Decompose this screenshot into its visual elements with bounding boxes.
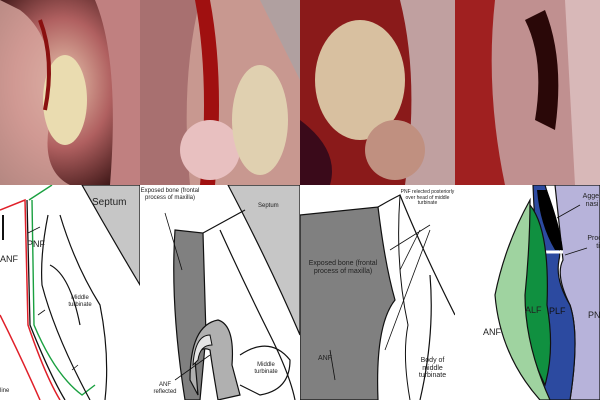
diagram-c: PNF relected posteriorly over head of mi… [300,185,455,400]
endoscopic-photo-c [300,0,455,185]
diagram-b: Exposed bone (frontal process of maxilla… [140,185,300,400]
diagram-a: Septum ANF PNF Middle turbinate line [0,185,140,400]
label-middle-turbinate: Middle turbinate [68,295,92,308]
label-anf-reflected: ANF reflected [153,382,177,395]
label-septum: Septum [92,197,127,208]
endoscopic-photo-d [455,0,600,185]
diagram-d: Agger nasi Process tip ANF ALF PLF PN [455,185,600,400]
label-middle-turbinate: Middle turbinate [254,362,278,375]
label-pnf: PN [588,310,600,320]
label-septum: Septum [258,203,279,209]
label-pnf: PNF [27,239,45,249]
label-pnf-reflected: PNF relected posteriorly over head of mi… [400,189,455,206]
endoscopic-photo-b [140,0,300,185]
label-agger-nasi: Agger nasi [582,193,600,208]
label-anf: ANF [483,327,501,337]
label-process-tip: Process tip [587,235,600,250]
label-anf: ANF [0,254,18,264]
label-body-middle-turbinate: Body of middle turbinate [418,357,447,380]
label-incision-line: line [0,388,10,394]
label-anf: ANF [318,355,332,362]
endoscopic-photo-a [0,0,140,185]
label-alf: ALF [525,305,542,315]
label-exposed-bone: Exposed bone (frontal process of maxilla… [140,188,200,201]
label-plf: PLF [549,306,566,316]
label-exposed-bone: Exposed bone (frontal process of maxilla… [308,260,378,275]
